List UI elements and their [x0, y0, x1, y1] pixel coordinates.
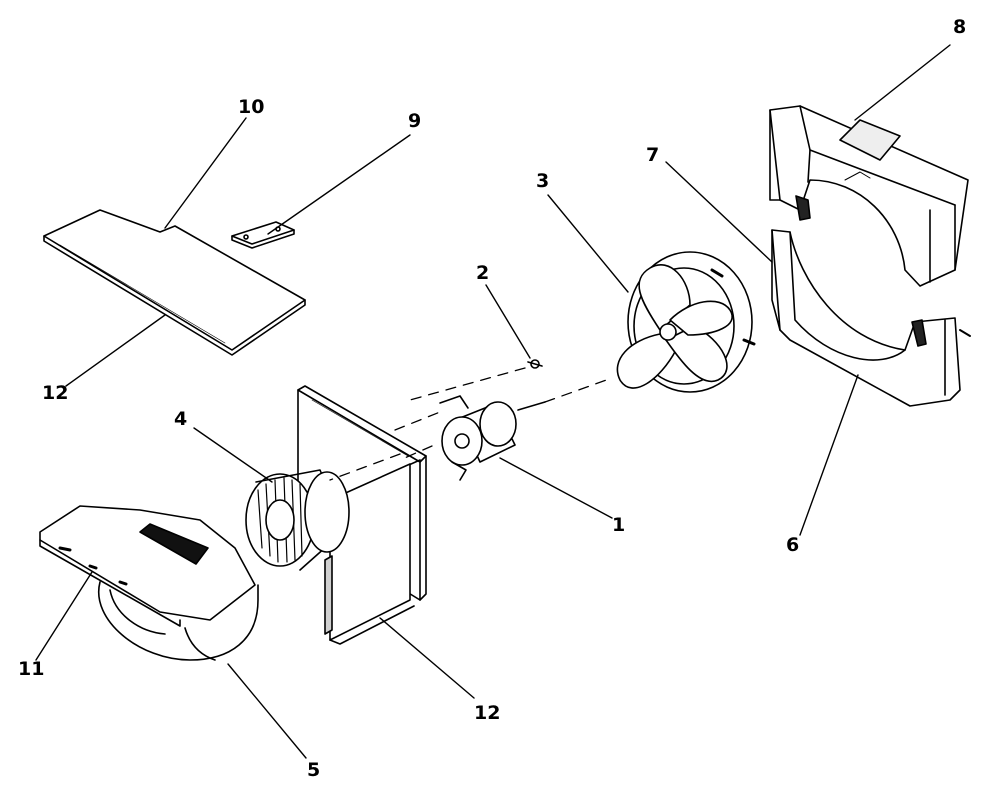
part-12-shroud-plate [297, 385, 427, 645]
part-1-motor [439, 395, 546, 481]
leader-lines [35, 44, 951, 759]
callout-12-bottom: 12 [474, 702, 501, 724]
part-4-blower-wheel [245, 469, 350, 571]
leader-8 [854, 44, 951, 121]
leader-12-bottom [379, 617, 475, 699]
callout-1: 1 [612, 514, 626, 536]
part-9-bracket [231, 221, 295, 249]
part-6-7-lower-shroud [771, 229, 971, 407]
callout-11: 11 [18, 658, 45, 680]
leader-6 [799, 374, 859, 536]
callout-9: 9 [408, 110, 422, 132]
callout-10: 10 [238, 96, 265, 118]
callout-2: 2 [476, 262, 490, 284]
leader-10 [164, 117, 247, 229]
leader-3 [547, 194, 629, 293]
part-8-upper-shroud [769, 105, 969, 287]
callout-3: 3 [536, 170, 550, 192]
callout-7: 7 [646, 144, 660, 166]
leader-9 [267, 134, 411, 235]
part-5-blower-housing [39, 505, 259, 661]
callout-12-top: 12 [42, 382, 69, 404]
callout-5: 5 [307, 759, 321, 781]
assembly-axis-lines [329, 367, 613, 481]
callout-8: 8 [953, 16, 967, 38]
leader-7 [665, 161, 773, 263]
part-3-fan-blade [616, 251, 756, 393]
callout-6: 6 [786, 534, 800, 556]
part-2-clip [527, 359, 543, 369]
leader-5 [227, 663, 307, 759]
leader-11 [35, 571, 93, 661]
leader-4 [193, 427, 273, 483]
callout-4: 4 [174, 408, 188, 430]
leader-2 [485, 284, 531, 359]
part-10-cover-panel [43, 209, 306, 356]
leader-12-top [65, 314, 166, 387]
leader-1 [499, 457, 613, 519]
